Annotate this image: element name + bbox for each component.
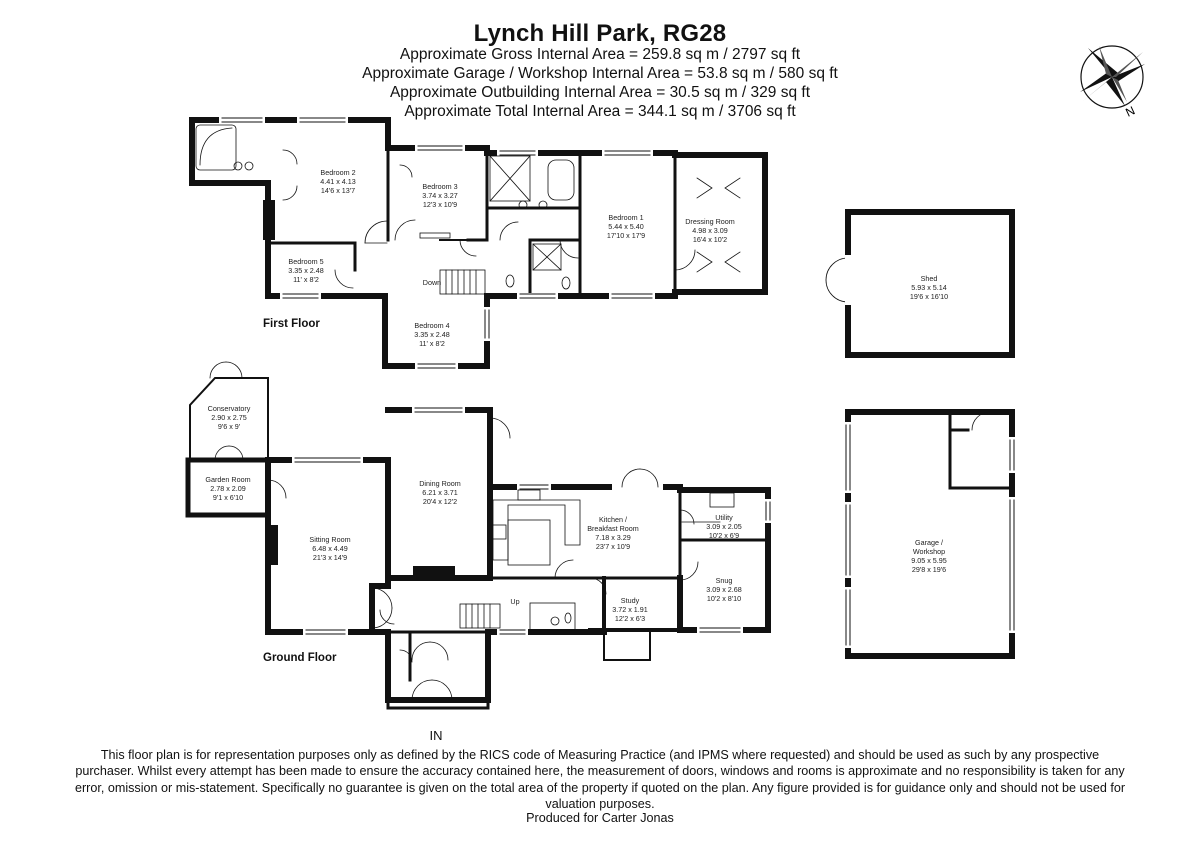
room-snug: Snug 3.09 x 2.68 10'2 x 8'10 bbox=[706, 576, 742, 603]
garage-metric: 9.05 x 5.95 bbox=[911, 556, 947, 565]
shed-metric: 5.93 x 5.14 bbox=[911, 283, 947, 292]
kitchen-name-line-2: Breakfast Room bbox=[587, 524, 639, 533]
garage-name-line-2: Workshop bbox=[913, 547, 945, 556]
room-conservatory: Conservatory 2.90 x 2.75 9'6 x 9' bbox=[208, 404, 251, 431]
kitchen-metric: 7.18 x 3.29 bbox=[595, 533, 631, 542]
room-dressing-room: Dressing Room 4.98 x 3.09 16'4 x 10'2 bbox=[685, 217, 735, 244]
bedroom-4-imperial: 11' x 8'2 bbox=[419, 339, 445, 348]
bedroom-3-imperial: 12'3 x 10'9 bbox=[423, 200, 457, 209]
kitchen-name-line-1: Kitchen / bbox=[599, 515, 627, 524]
first-floor-walls bbox=[189, 117, 1015, 369]
room-dining-room: Dining Room 6.21 x 3.71 20'4 x 12'2 bbox=[419, 479, 461, 506]
dining-room-metric: 6.21 x 3.71 bbox=[422, 488, 458, 497]
room-bedroom-1: Bedroom 1 5.44 x 5.40 17'10 x 17'9 bbox=[607, 213, 645, 240]
shed-name: Shed bbox=[921, 274, 938, 283]
study-imperial: 12'2 x 6'3 bbox=[615, 614, 645, 623]
room-shed: Shed 5.93 x 5.14 19'6 x 16'10 bbox=[910, 274, 948, 301]
kitchen-imperial: 23'7 x 10'9 bbox=[596, 542, 630, 551]
ground-floor-walls bbox=[185, 361, 1015, 710]
dining-room-name: Dining Room bbox=[419, 479, 461, 488]
garden-room-metric: 2.78 x 2.09 bbox=[210, 484, 246, 493]
bedroom-4-name: Bedroom 4 bbox=[414, 321, 449, 330]
room-bedroom-4: Bedroom 4 3.35 x 2.48 11' x 8'2 bbox=[414, 321, 450, 348]
room-study: Study 3.72 x 1.91 12'2 x 6'3 bbox=[612, 596, 648, 623]
room-garage-workshop: Garage / Workshop 9.05 x 5.95 29'8 x 19'… bbox=[911, 538, 947, 574]
compass-north-label: N bbox=[1123, 103, 1137, 119]
room-bedroom-5: Bedroom 5 3.35 x 2.48 11' x 8'2 bbox=[288, 257, 324, 284]
snug-metric: 3.09 x 2.68 bbox=[706, 585, 742, 594]
room-utility: Utility 3.09 x 2.05 10'2 x 6'9 bbox=[706, 513, 742, 540]
disclaimer-text: This floor plan is for representation pu… bbox=[74, 748, 1126, 811]
snug-name: Snug bbox=[716, 576, 733, 585]
outbuilding-area: Approximate Outbuilding Internal Area = … bbox=[389, 84, 811, 101]
dining-room-imperial: 20'4 x 12'2 bbox=[423, 497, 457, 506]
bedroom-1-name: Bedroom 1 bbox=[608, 213, 643, 222]
bedroom-5-name: Bedroom 5 bbox=[288, 257, 323, 266]
utility-imperial: 10'2 x 6'9 bbox=[709, 531, 739, 540]
stairs-down-label: Down bbox=[423, 278, 441, 287]
garage-workshop-area: Approximate Garage / Workshop Internal A… bbox=[362, 65, 838, 82]
shed-imperial: 19'6 x 16'10 bbox=[910, 292, 948, 301]
bedroom-5-imperial: 11' x 8'2 bbox=[293, 275, 319, 284]
utility-name: Utility bbox=[715, 513, 733, 522]
garage-imperial: 29'8 x 19'6 bbox=[912, 565, 946, 574]
bedroom-4-metric: 3.35 x 2.48 bbox=[414, 330, 450, 339]
dressing-room-imperial: 16'4 x 10'2 bbox=[693, 235, 727, 244]
room-bedroom-3: Bedroom 3 3.74 x 3.27 12'3 x 10'9 bbox=[422, 182, 458, 209]
utility-metric: 3.09 x 2.05 bbox=[706, 522, 742, 531]
study-name: Study bbox=[621, 596, 640, 605]
bedroom-1-metric: 5.44 x 5.40 bbox=[608, 222, 644, 231]
entrance-label: IN bbox=[430, 728, 443, 743]
conservatory-imperial: 9'6 x 9' bbox=[218, 422, 241, 431]
conservatory-metric: 2.90 x 2.75 bbox=[211, 413, 247, 422]
first-floor-label: First Floor bbox=[263, 318, 320, 330]
gross-internal-area: Approximate Gross Internal Area = 259.8 … bbox=[399, 46, 801, 63]
bedroom-2-metric: 4.41 x 4.13 bbox=[320, 177, 356, 186]
room-garden-room: Garden Room 2.78 x 2.09 9'1 x 6'10 bbox=[205, 475, 250, 502]
snug-imperial: 10'2 x 8'10 bbox=[707, 594, 741, 603]
bedroom-2-imperial: 14'6 x 13'7 bbox=[321, 186, 355, 195]
room-sitting-room: Sitting Room 6.48 x 4.49 21'3 x 14'9 bbox=[309, 535, 350, 562]
sitting-room-imperial: 21'3 x 14'9 bbox=[313, 553, 347, 562]
conservatory-name: Conservatory bbox=[208, 404, 251, 413]
garage-name-line-1: Garage / bbox=[915, 538, 943, 547]
bedroom-3-name: Bedroom 3 bbox=[422, 182, 457, 191]
study-metric: 3.72 x 1.91 bbox=[612, 605, 648, 614]
bedroom-3-metric: 3.74 x 3.27 bbox=[422, 191, 458, 200]
compass-rose-icon: N bbox=[1080, 45, 1145, 120]
room-bedroom-2: Bedroom 2 4.41 x 4.13 14'6 x 13'7 bbox=[320, 168, 356, 195]
produced-for-text: Produced for Carter Jonas bbox=[526, 811, 674, 825]
garden-room-name: Garden Room bbox=[205, 475, 250, 484]
bedroom-1-imperial: 17'10 x 17'9 bbox=[607, 231, 645, 240]
bedroom-5-metric: 3.35 x 2.48 bbox=[288, 266, 324, 275]
plan-title: Lynch Hill Park, RG28 bbox=[473, 20, 727, 47]
room-kitchen-breakfast: Kitchen / Breakfast Room 7.18 x 3.29 23'… bbox=[587, 515, 639, 551]
sitting-room-metric: 6.48 x 4.49 bbox=[312, 544, 348, 553]
sitting-room-name: Sitting Room bbox=[309, 535, 350, 544]
bedroom-2-name: Bedroom 2 bbox=[320, 168, 355, 177]
ground-floor-label: Ground Floor bbox=[263, 652, 337, 664]
stairs-up-label: Up bbox=[510, 597, 519, 606]
garden-room-imperial: 9'1 x 6'10 bbox=[213, 493, 243, 502]
total-internal-area: Approximate Total Internal Area = 344.1 … bbox=[404, 103, 796, 120]
dressing-room-name: Dressing Room bbox=[685, 217, 735, 226]
dressing-room-metric: 4.98 x 3.09 bbox=[692, 226, 728, 235]
